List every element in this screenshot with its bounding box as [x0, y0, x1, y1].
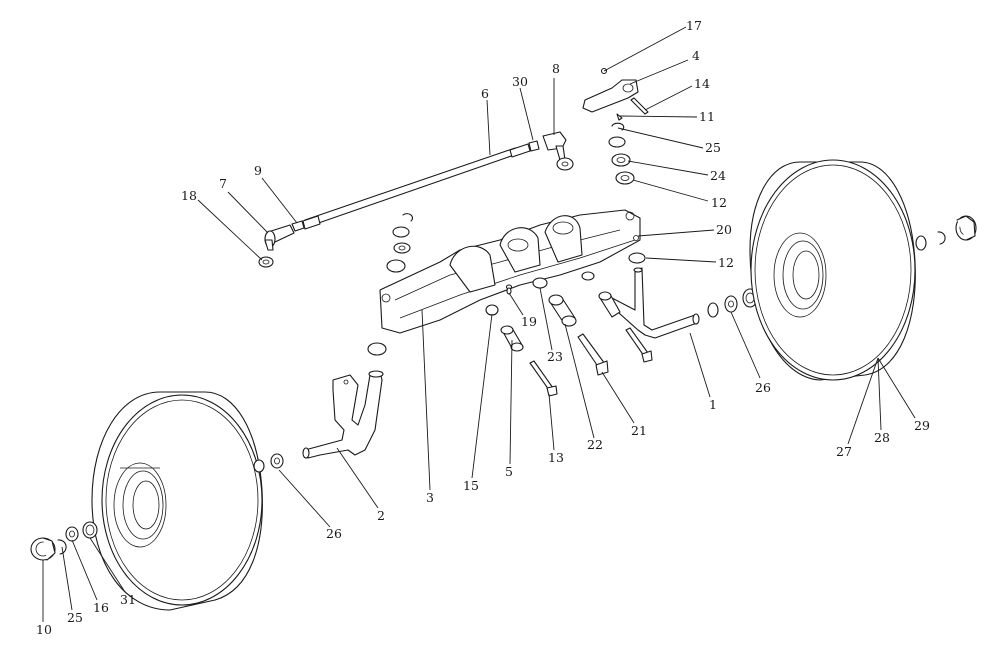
callout-26b: 26 — [755, 380, 771, 395]
callout-12b: 12 — [718, 255, 734, 270]
leader-lines — [42, 26, 916, 622]
right-wheel — [749, 159, 916, 381]
callout-7: 7 — [219, 176, 227, 191]
callout-12a: 12 — [711, 195, 727, 210]
callout-9: 9 — [254, 163, 262, 178]
callout-17: 17 — [686, 18, 702, 33]
right-spindle — [609, 252, 700, 339]
left-spindle — [302, 370, 384, 459]
washer-top — [608, 136, 626, 148]
callout-8: 8 — [552, 61, 560, 76]
callout-2: 2 — [377, 508, 385, 523]
washer-12-lower — [628, 252, 646, 264]
callout-28: 28 — [874, 430, 890, 445]
tie-rod — [302, 143, 531, 230]
left-dust-boot — [258, 256, 274, 268]
left-spindle-washer-1 — [253, 459, 265, 473]
washer-12-top — [615, 171, 635, 185]
tie-rod-nut-right — [528, 140, 540, 152]
right-tie-rod-end — [528, 131, 574, 171]
left-tie-rod-end — [258, 220, 305, 268]
tie-rod-nut-left — [291, 220, 305, 232]
axle-carrier — [379, 209, 641, 334]
bushing-23 — [532, 277, 548, 289]
callout-5: 5 — [505, 464, 513, 479]
clip-left-stack — [402, 213, 414, 222]
left-bearing-cap — [30, 537, 56, 561]
left-hub-parts — [30, 521, 98, 561]
fitting-15 — [485, 304, 499, 316]
callout-labels: 1 2 3 4 5 6 7 8 9 10 11 12 12 13 14 15 1… — [36, 18, 930, 637]
callout-4: 4 — [692, 48, 700, 63]
bolt-13 — [529, 360, 554, 391]
callout-15: 15 — [463, 478, 479, 493]
right-bearing-cap — [955, 215, 977, 241]
callout-13: 13 — [548, 450, 564, 465]
callout-23: 23 — [547, 349, 563, 364]
washer-24 — [611, 153, 631, 167]
callout-22: 22 — [587, 437, 603, 452]
callout-10: 10 — [36, 622, 52, 637]
callout-14: 14 — [694, 76, 710, 91]
left-spindle-washer-2 — [270, 453, 284, 469]
grease-fitting-19 — [506, 287, 512, 295]
callout-1: 1 — [709, 397, 717, 412]
callout-3: 3 — [426, 490, 434, 505]
callout-20: 20 — [716, 222, 732, 237]
callout-25a: 25 — [67, 610, 83, 625]
callout-6: 6 — [481, 86, 489, 101]
callout-18: 18 — [181, 188, 197, 203]
left-bearing — [82, 521, 98, 539]
callout-26a: 26 — [326, 526, 342, 541]
callout-25b: 25 — [705, 140, 721, 155]
callout-11: 11 — [699, 109, 715, 124]
callout-29: 29 — [914, 418, 930, 433]
center-hardware — [485, 271, 653, 397]
callout-24: 24 — [710, 168, 726, 183]
left-e-clip — [57, 539, 67, 555]
callout-19: 19 — [521, 314, 537, 329]
left-wheel — [91, 391, 263, 611]
callout-30: 30 — [512, 74, 528, 89]
callout-21: 21 — [631, 423, 647, 438]
bushing-top-right — [581, 271, 595, 281]
callout-31: 31 — [120, 592, 136, 607]
callout-27: 27 — [836, 444, 852, 459]
callout-16: 16 — [93, 600, 109, 615]
steering-arm — [582, 67, 649, 185]
left-flat-washer — [65, 526, 79, 542]
